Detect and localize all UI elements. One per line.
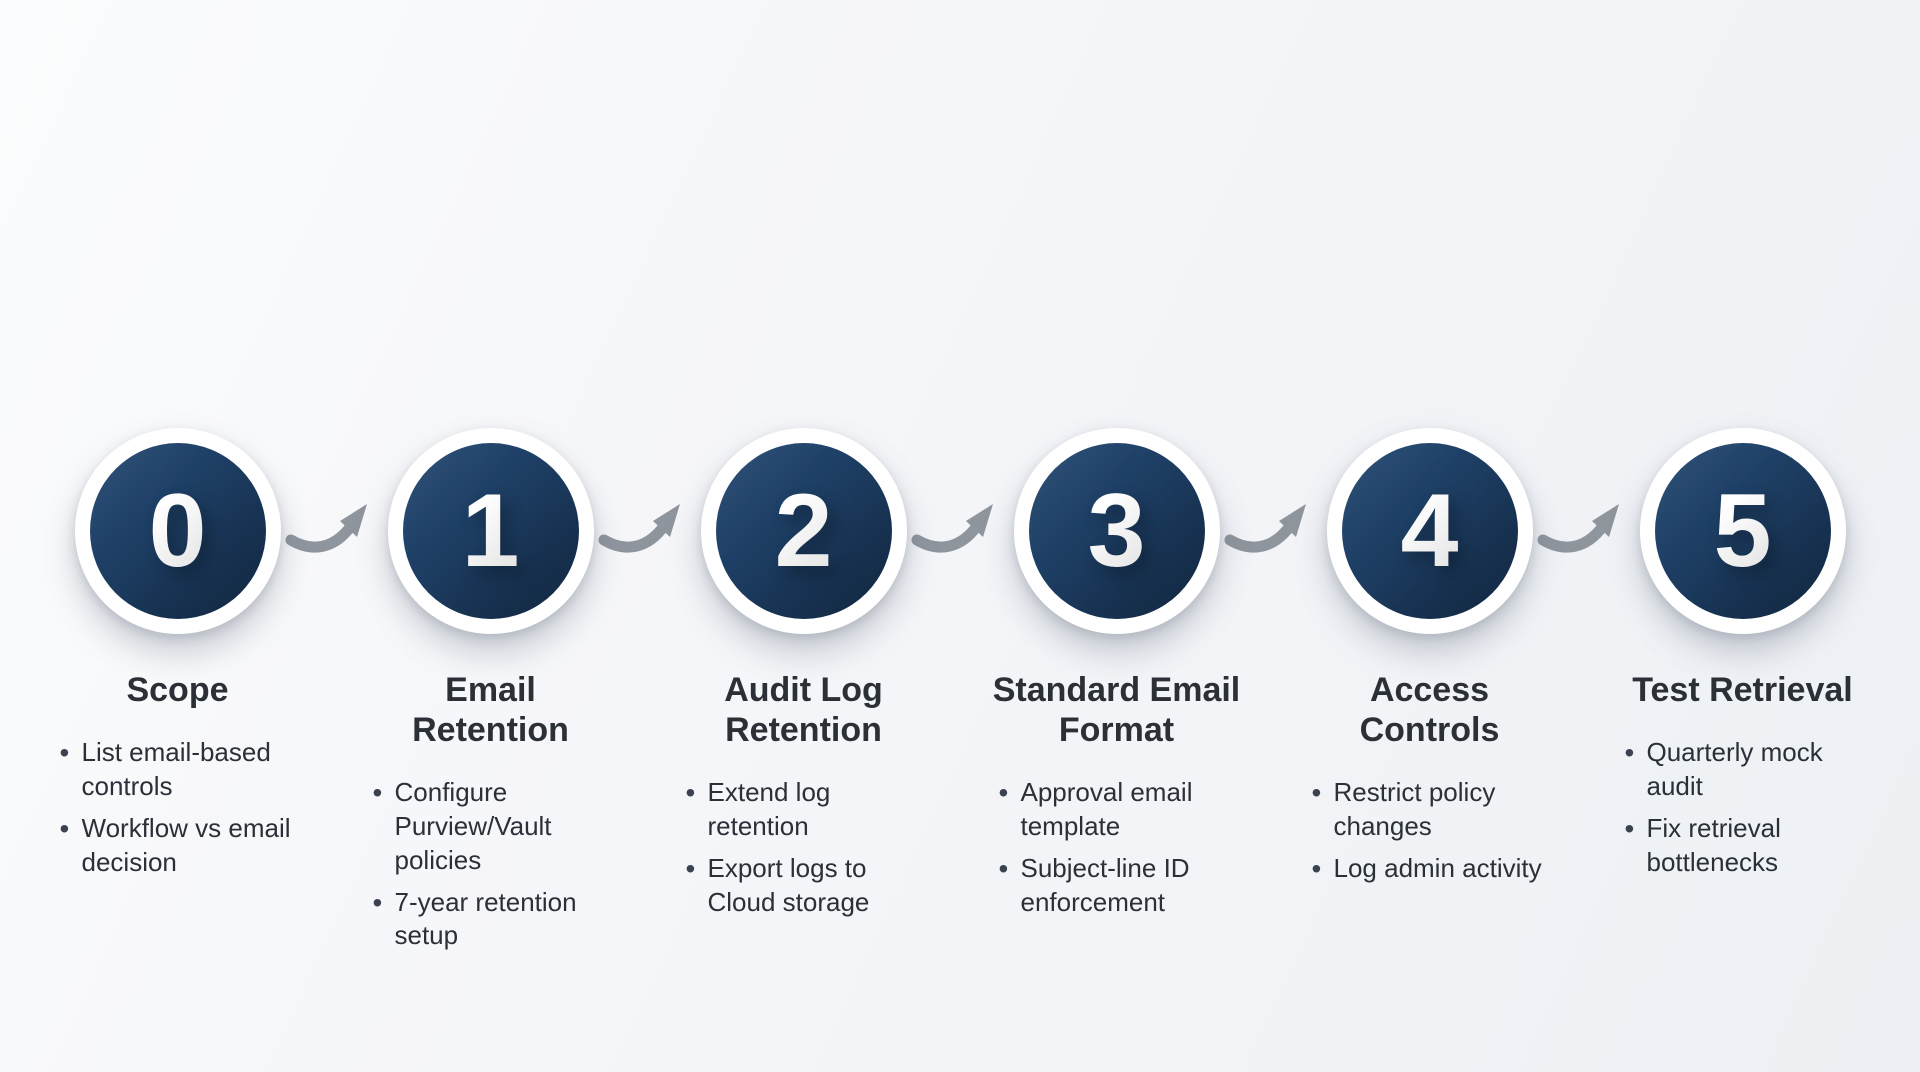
arrow-right-icon — [1537, 490, 1637, 570]
step-circle: 4 — [1326, 428, 1533, 634]
step-1: 1 Email Retention Configure Purview/Vaul… — [356, 428, 680, 961]
step-circle-inner: 4 — [1341, 443, 1518, 619]
bullet-item: Quarterly mock audit — [1621, 735, 1859, 804]
step-4: 4 Access Controls Restrict policy change… — [1295, 428, 1619, 961]
bullet-item: Export logs to Cloud storage — [682, 851, 920, 920]
step-circle: 0 — [74, 428, 281, 634]
arrow-right-icon — [1224, 490, 1324, 570]
step-bullets: Restrict policy changes Log admin activi… — [1308, 775, 1552, 893]
arrow-right-icon — [285, 490, 385, 570]
step-circle-inner: 0 — [89, 443, 266, 619]
bullet-item: List email-based controls — [56, 735, 294, 804]
step-title: Standard Email Format — [992, 671, 1241, 750]
step-number: 2 — [774, 473, 833, 589]
step-2: 2 Audit Log Retention Extend log retenti… — [669, 428, 993, 961]
step-circle-inner: 3 — [1028, 443, 1205, 619]
bullet-item: Extend log retention — [682, 775, 920, 844]
step-title: Test Retrieval — [1632, 671, 1853, 709]
step-circle: 5 — [1639, 428, 1846, 634]
bullet-item: Configure Purview/Vault policies — [369, 775, 607, 877]
bullet-item: Approval email template — [995, 775, 1233, 844]
step-0: 0 Scope List email-based controls Workfl… — [43, 428, 367, 961]
bullet-item: Fix retrieval bottlenecks — [1621, 811, 1859, 880]
step-bullets: Configure Purview/Vault policies 7-year … — [369, 775, 613, 961]
step-bullets: Approval email template Subject-line ID … — [995, 775, 1239, 927]
bullet-item: Workflow vs email decision — [56, 811, 294, 880]
step-3: 3 Standard Email Format Approval email t… — [982, 428, 1306, 961]
arrow-right-icon — [911, 490, 1011, 570]
step-circle: 2 — [700, 428, 907, 634]
step-5: 5 Test Retrieval Quarterly mock audit Fi… — [1608, 428, 1878, 961]
step-number: 0 — [148, 473, 207, 589]
step-circle-inner: 5 — [1654, 443, 1831, 619]
step-number: 3 — [1087, 473, 1146, 589]
step-circle: 1 — [387, 428, 594, 634]
bullet-item: Log admin activity — [1308, 851, 1546, 887]
step-number: 1 — [461, 473, 520, 589]
step-bullets: List email-based controls Workflow vs em… — [56, 735, 300, 887]
step-title: Access Controls — [1359, 671, 1500, 750]
step-circle: 3 — [1013, 428, 1220, 634]
step-title: Scope — [126, 671, 229, 709]
step-title: Audit Log Retention — [724, 671, 883, 750]
step-bullets: Extend log retention Export logs to Clou… — [682, 775, 926, 927]
step-bullets: Quarterly mock audit Fix retrieval bottl… — [1621, 735, 1865, 887]
process-timeline: 0 Scope List email-based controls Workfl… — [0, 0, 1920, 961]
step-circle-inner: 2 — [715, 443, 892, 619]
step-circle-inner: 1 — [402, 443, 579, 619]
bullet-item: Subject-line ID enforcement — [995, 851, 1233, 920]
step-number: 5 — [1713, 473, 1772, 589]
arrow-right-icon — [598, 490, 698, 570]
step-title: Email Retention — [412, 671, 569, 750]
bullet-item: 7-year retention setup — [369, 885, 607, 954]
bullet-item: Restrict policy changes — [1308, 775, 1546, 844]
step-number: 4 — [1400, 473, 1459, 589]
